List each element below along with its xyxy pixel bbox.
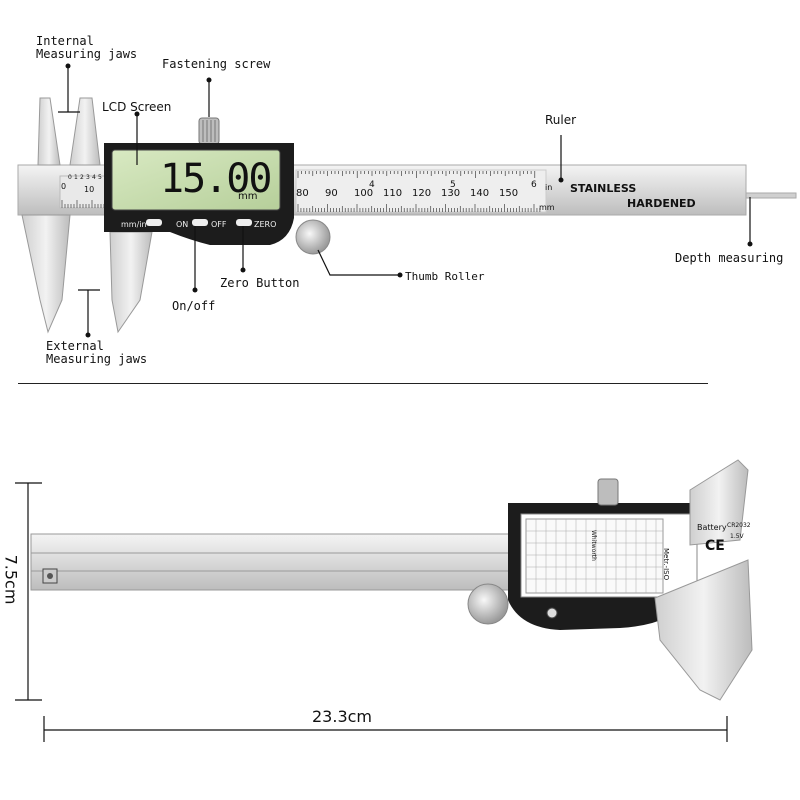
battery-model: CR2032 <box>727 522 751 529</box>
internal-jaw-left <box>37 97 61 166</box>
left-mm-10: 10 <box>84 185 95 194</box>
label-thumb-roller: Thumb Roller <box>405 270 485 283</box>
mm-number: 100 <box>354 188 374 199</box>
external-jaw-left <box>21 214 71 334</box>
mm-number: 90 <box>325 188 338 199</box>
battery-label: Battery <box>697 523 727 532</box>
inch-number: 5 <box>450 180 456 190</box>
fastening-screw <box>198 117 220 145</box>
on-off-button <box>192 219 208 226</box>
label-on-off: On/off <box>172 299 216 313</box>
thumb-roller-back <box>467 583 509 625</box>
upper-jaw-back <box>689 459 749 546</box>
internal-jaw-right <box>69 97 101 166</box>
label-lcd-screen: LCD Screen <box>102 100 172 114</box>
left-scale <box>59 175 106 209</box>
label-fastening-screw: Fastening screw <box>162 57 271 71</box>
on-label: ON <box>176 220 189 229</box>
label-external-jaws: External Measuring jaws <box>46 339 148 366</box>
left-inch-number: 3 <box>86 174 90 181</box>
lcd-screen <box>111 149 281 211</box>
lcd-reading: 15.00 <box>160 156 272 202</box>
label-internal-jaws: Internal Measuring jaws <box>36 34 138 61</box>
ce-mark: CE <box>705 538 725 554</box>
ruler-ticks <box>297 171 541 212</box>
leader-lines <box>58 66 751 335</box>
inch-number: 4 <box>369 180 375 190</box>
lcd-unit: mm <box>238 191 258 202</box>
mm-number: 80 <box>296 188 309 199</box>
section-divider <box>18 383 708 384</box>
dimension-lines <box>15 482 728 742</box>
mm-number: 150 <box>499 188 519 199</box>
mm-unit: mm <box>539 203 555 212</box>
back-beam <box>30 533 532 591</box>
zero-button <box>236 219 252 226</box>
spec-table-grid <box>526 519 663 593</box>
inch-unit: in <box>545 183 553 192</box>
mm-number: 110 <box>383 188 403 199</box>
left-inch-number: 1 <box>74 174 78 181</box>
label-zero-button: Zero Button <box>220 276 300 290</box>
spec-table <box>525 518 664 594</box>
left-inch-number: 0 <box>68 174 72 181</box>
left-inch-number: 4 <box>92 174 96 181</box>
label-depth-measuring: Depth measuring <box>675 251 784 265</box>
leader-dots <box>65 63 753 338</box>
left-mm-0: 0 <box>61 182 67 191</box>
left-inch-number: 5 <box>98 174 102 181</box>
mm-number: 130 <box>441 188 461 199</box>
label-ruler: Ruler <box>545 113 577 127</box>
inch-number: 6 <box>531 180 537 190</box>
thumb-roller <box>295 219 331 255</box>
width-dimension: 23.3cm <box>312 707 373 726</box>
height-dimension: 7.5cm <box>1 554 21 605</box>
depth-rod <box>745 192 797 199</box>
beam-text-stainless: STAINLESS <box>570 182 637 195</box>
table-title: Metr.-ISO <box>662 548 670 581</box>
left-scale-ticks <box>61 200 105 208</box>
mm-in-button <box>146 219 162 226</box>
beam-text-hardened: HARDENED <box>627 197 696 210</box>
mm-number: 120 <box>412 188 432 199</box>
table-title-2: Whitworth <box>590 530 597 561</box>
left-inch-number: 2 <box>80 174 84 181</box>
off-label: OFF <box>211 220 227 229</box>
top-caliper <box>17 97 797 334</box>
battery-voltage: 1.5V <box>730 533 744 540</box>
fastening-screw-back <box>597 478 619 506</box>
mm-number: 140 <box>470 188 490 199</box>
bottom-caliper <box>30 459 753 701</box>
lower-jaw-back <box>654 559 753 701</box>
mm-in-label: mm/in <box>121 220 147 229</box>
external-jaw-right <box>109 231 153 334</box>
zero-label: ZERO <box>254 220 277 229</box>
